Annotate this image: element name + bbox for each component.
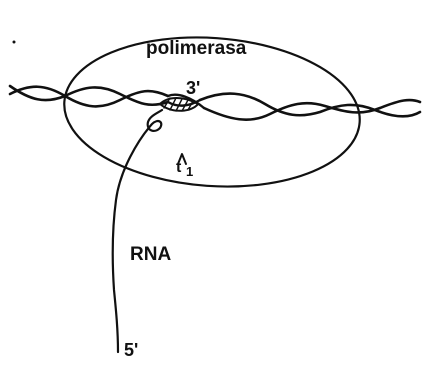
speck-mark xyxy=(13,41,16,44)
five-prime-label: 5' xyxy=(124,340,138,360)
site-subscript-label: 1 xyxy=(186,164,193,179)
rna-label: RNA xyxy=(130,244,171,265)
polymerase-label: polimerasa xyxy=(146,38,247,59)
three-prime-label: 3' xyxy=(186,78,200,98)
rna-strand xyxy=(113,110,162,352)
site-label: t xyxy=(176,159,182,176)
